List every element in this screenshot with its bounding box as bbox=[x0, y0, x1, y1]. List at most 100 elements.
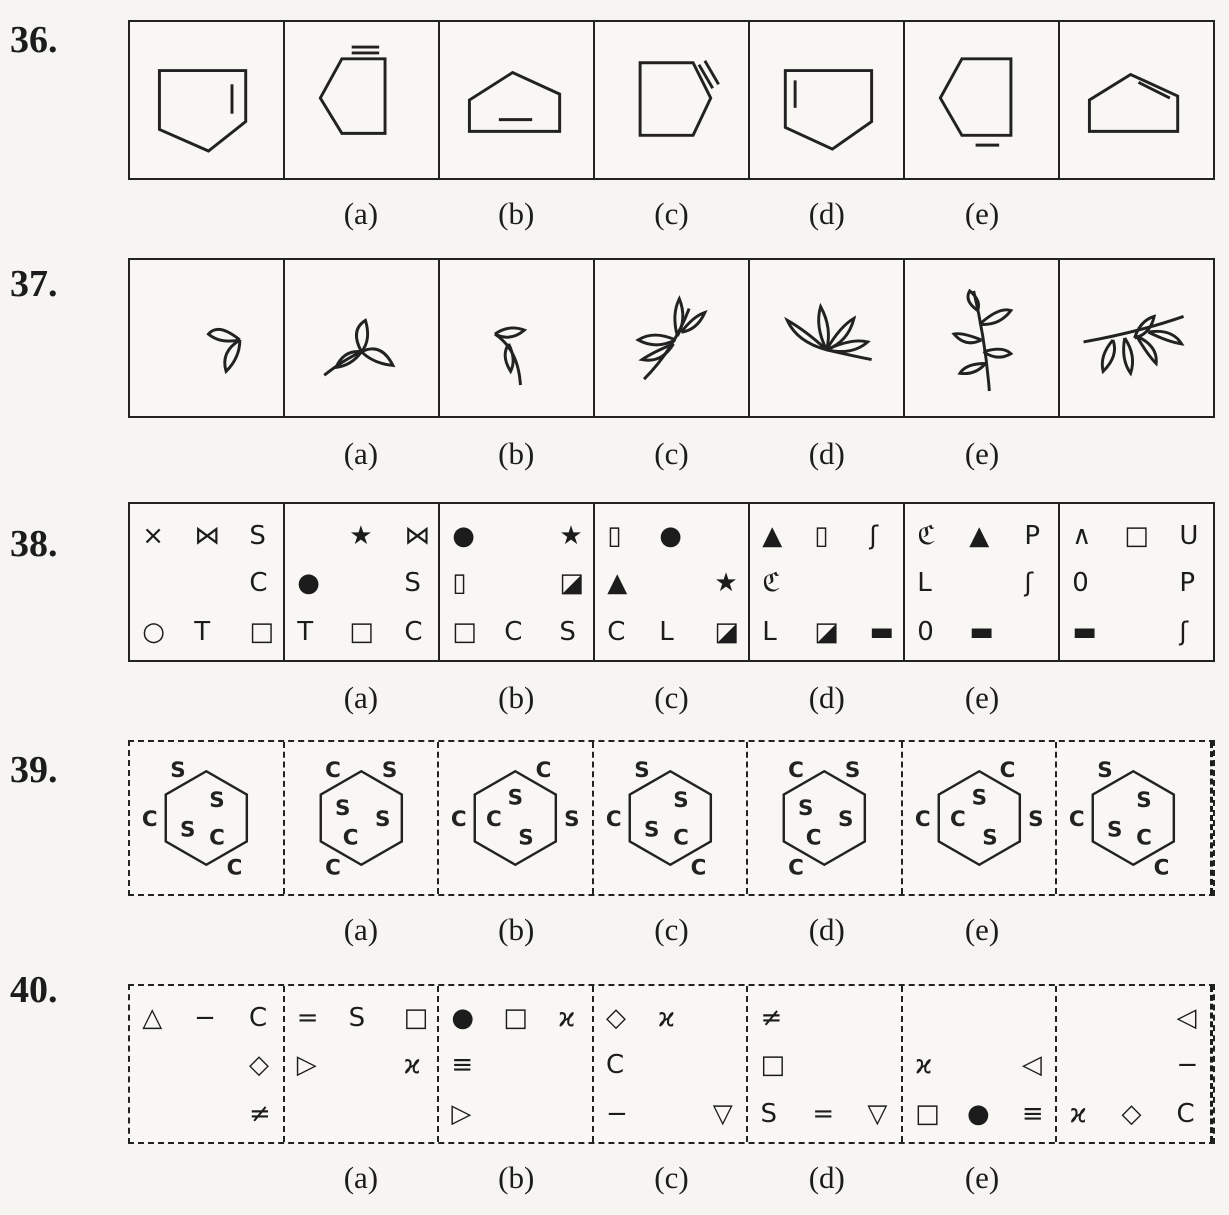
symbol-glyph: ⋈ bbox=[194, 523, 220, 549]
hexagon-letter: C bbox=[486, 807, 502, 832]
pentagon-figure bbox=[750, 22, 903, 178]
hexagon-letter: S bbox=[518, 825, 533, 850]
label-blank bbox=[128, 680, 283, 716]
symbol-glyph: ≡ bbox=[451, 1052, 473, 1078]
problem-figure-6 bbox=[905, 22, 1060, 178]
symbol-glyph: 0 bbox=[917, 619, 934, 645]
label-blank bbox=[1060, 680, 1215, 716]
option-d-label: (d) bbox=[749, 1160, 904, 1196]
problem-figure-5 bbox=[750, 260, 905, 416]
symbol-glyph: − bbox=[1176, 1052, 1198, 1078]
symbol-glyph: ∧ bbox=[1072, 523, 1091, 549]
hexagon-letter: C bbox=[209, 825, 225, 850]
hexagon-letter: S bbox=[798, 796, 813, 821]
symbol-glyph: ▲ bbox=[762, 523, 782, 549]
symbol-glyph: ▲ bbox=[607, 570, 627, 596]
label-blank bbox=[1060, 196, 1215, 232]
hexagon-letter: S bbox=[634, 758, 649, 783]
symbol-glyph: S bbox=[559, 619, 576, 645]
pentagon-figure bbox=[905, 22, 1058, 178]
pentagon-figure bbox=[1060, 22, 1213, 178]
problem-figure-7 bbox=[1060, 22, 1213, 178]
symbol-glyph: ≠ bbox=[761, 1005, 783, 1031]
symbol-glyph: ▬ bbox=[869, 619, 894, 645]
hexagon-letter: C bbox=[788, 856, 804, 881]
symbol-glyph: ◪ bbox=[714, 619, 739, 645]
symbol-glyph: ▲ bbox=[969, 523, 989, 549]
symbol-glyph: P bbox=[1024, 523, 1040, 549]
symbol-glyph: ϰ bbox=[915, 1052, 932, 1078]
symbol-glyph: ʃ bbox=[1179, 619, 1188, 645]
symbol-glyph: ◪ bbox=[559, 570, 584, 596]
symbol-glyph: ◪ bbox=[814, 619, 839, 645]
symbol-glyph: ★ bbox=[714, 570, 737, 596]
problem-figure-2 bbox=[285, 260, 440, 416]
symbol-glyph: □ bbox=[249, 619, 274, 645]
pentagon-figure bbox=[285, 22, 438, 178]
label-blank bbox=[1060, 1160, 1215, 1196]
option-d-label: (d) bbox=[749, 912, 904, 948]
problem-figure-7: SCCSSC bbox=[1057, 742, 1213, 894]
hexagon-letter: C bbox=[1137, 825, 1153, 850]
hexagon-letter: C bbox=[915, 807, 931, 832]
option-b-label: (b) bbox=[439, 912, 594, 948]
problem-figure-4 bbox=[595, 22, 750, 178]
symbol-glyph: ≠ bbox=[249, 1101, 271, 1127]
hexagon-letter: C bbox=[325, 856, 341, 881]
option-e-label: (e) bbox=[904, 912, 1059, 948]
symbol-glyph: T bbox=[297, 619, 313, 645]
symbol-glyph: □ bbox=[404, 1005, 429, 1031]
symbol-glyph: △ bbox=[142, 1005, 162, 1031]
hexagon-letter: S bbox=[845, 758, 860, 783]
problem-figure-7 bbox=[1060, 260, 1213, 416]
option-e-label: (e) bbox=[904, 196, 1059, 232]
leaf-figure bbox=[130, 260, 283, 416]
symbol-glyph: □ bbox=[349, 619, 374, 645]
pentagon-figure bbox=[595, 22, 748, 178]
hexagon-figure: SCCSSC bbox=[748, 742, 901, 894]
problem-figure-2: =S□▷ϰ bbox=[285, 986, 440, 1142]
symbol-glyph: ● bbox=[659, 523, 682, 549]
option-labels-37: (a) (b) (c) (d) (e) bbox=[128, 436, 1215, 472]
problem-figure-6: SCCSSC bbox=[903, 742, 1058, 894]
option-labels-36: (a) (b) (c) (d) (e) bbox=[128, 196, 1215, 232]
symbol-glyph: ◇ bbox=[1122, 1101, 1142, 1127]
problem-figure-3: ●□ϰ≡▷ bbox=[439, 986, 594, 1142]
option-d-label: (d) bbox=[749, 680, 904, 716]
option-c-label: (c) bbox=[594, 912, 749, 948]
symbol-glyph: ⋈ bbox=[404, 523, 430, 549]
symbol-glyph: ʃ bbox=[869, 523, 878, 549]
figure-row-36 bbox=[128, 20, 1215, 180]
option-e-label: (e) bbox=[904, 436, 1059, 472]
hexagon-letter: S bbox=[971, 785, 986, 810]
symbol-glyph: ▬ bbox=[1072, 619, 1097, 645]
symbol-glyph: C bbox=[404, 619, 422, 645]
symbol-glyph: P bbox=[1179, 570, 1195, 596]
hexagon-figure: SCCSSC bbox=[439, 742, 592, 894]
leaf-figure bbox=[595, 260, 748, 416]
symbol-glyph: = bbox=[297, 1005, 319, 1031]
symbol-glyph: ★ bbox=[559, 523, 582, 549]
symbol-glyph: − bbox=[194, 1005, 216, 1031]
symbol-glyph: ϰ bbox=[558, 1005, 575, 1031]
option-labels-38: (a) (b) (c) (d) (e) bbox=[128, 680, 1215, 716]
hexagon-letter: S bbox=[170, 758, 185, 783]
symbol-glyph: S bbox=[349, 1005, 366, 1031]
option-b-label: (b) bbox=[439, 680, 594, 716]
option-d-label: (d) bbox=[749, 196, 904, 232]
hexagon-letter: S bbox=[673, 788, 688, 813]
symbol-glyph: ▽ bbox=[867, 1101, 887, 1127]
symbol-glyph: ◇ bbox=[606, 1005, 626, 1031]
option-c-label: (c) bbox=[594, 436, 749, 472]
hexagon-letter: S bbox=[335, 796, 350, 821]
symbol-glyph: ◁ bbox=[1176, 1005, 1196, 1031]
question-number-39: 39. bbox=[10, 748, 58, 792]
leaf-figure bbox=[285, 260, 438, 416]
hexagon-letter: S bbox=[1107, 818, 1122, 843]
symbol-glyph: ● bbox=[967, 1101, 990, 1127]
